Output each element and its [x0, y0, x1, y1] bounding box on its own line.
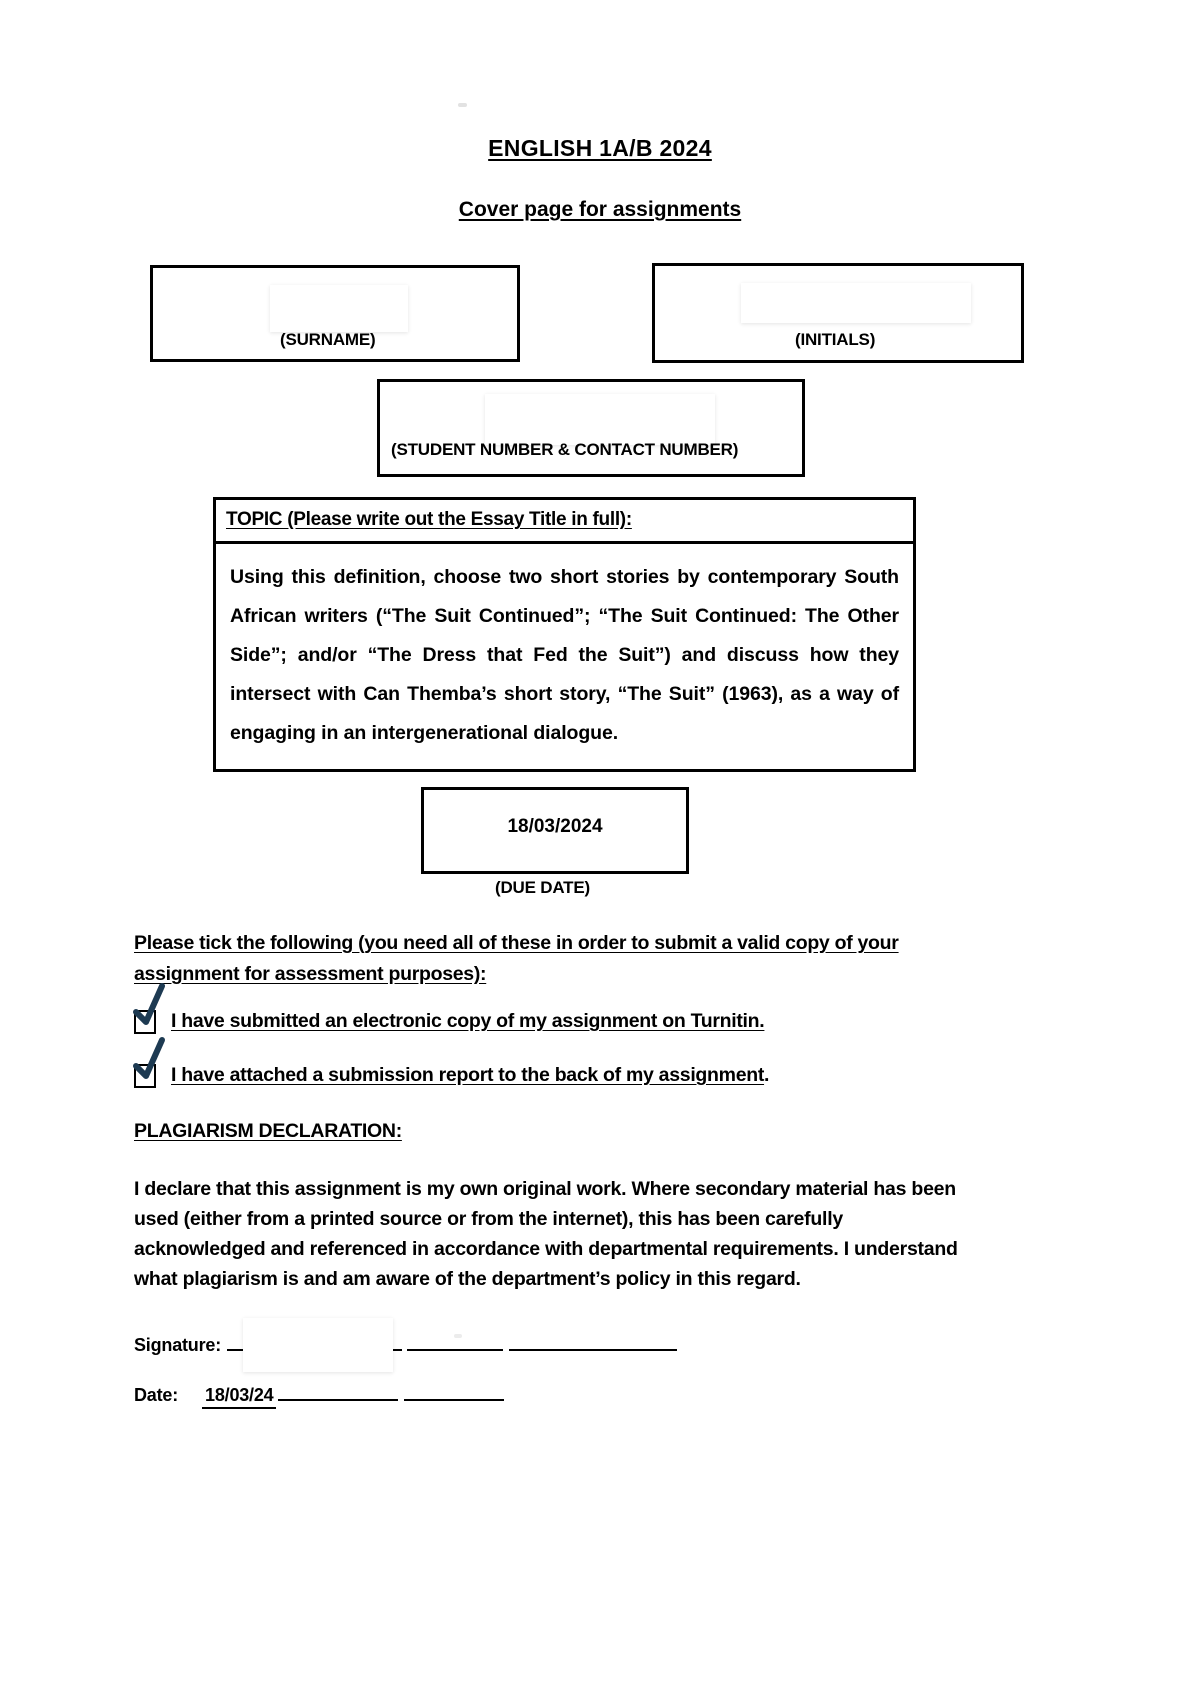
date-line-segment-1[interactable]	[278, 1399, 399, 1401]
checklist-item-report-label: I have attached a submission report to t…	[171, 1064, 769, 1087]
plagiarism-declaration-heading: PLAGIARISM DECLARATION:	[134, 1120, 402, 1143]
checklist-intro: Please tick the following (you need all …	[134, 928, 944, 990]
page-title-text: ENGLISH 1A/B 2024	[488, 135, 712, 161]
signature-label: Signature:	[134, 1335, 222, 1355]
initials-caption: (INITIALS)	[795, 330, 876, 349]
page-subtitle-text: Cover page for assignments	[458, 198, 742, 221]
surname-caption: (SURNAME)	[280, 330, 376, 349]
checkmark-icon	[133, 983, 165, 1025]
due-date-caption: (DUE DATE)	[495, 878, 590, 897]
signature-row: Signature:	[134, 1335, 678, 1356]
scan-artifact-speck	[454, 1334, 462, 1338]
surname-redaction	[270, 285, 408, 332]
due-date-field-box[interactable]	[421, 787, 689, 874]
initials-redaction	[741, 283, 971, 323]
signature-line-segment-2[interactable]	[407, 1349, 504, 1351]
page-title: ENGLISH 1A/B 2024	[0, 135, 1200, 162]
checklist-item-turnitin-label: I have submitted an electronic copy of m…	[171, 1010, 765, 1033]
checkmark-icon	[133, 1037, 165, 1079]
student-number-caption: (STUDENT NUMBER & CONTACT NUMBER)	[391, 440, 739, 459]
topic-block: TOPIC (Please write out the Essay Title …	[213, 497, 916, 772]
date-value[interactable]: 18/03/24	[202, 1385, 277, 1409]
plagiarism-declaration-heading-text: PLAGIARISM DECLARATION:	[134, 1120, 402, 1142]
date-line-segment-2[interactable]	[404, 1399, 505, 1401]
date-row: Date: 18/03/24	[134, 1385, 505, 1409]
checklist-item-report-text: I have attached a submission report to t…	[171, 1064, 765, 1086]
date-label: Date:	[134, 1385, 179, 1405]
checklist-intro-text: Please tick the following (you need all …	[134, 932, 899, 985]
signature-line-segment-3[interactable]	[509, 1349, 678, 1351]
checklist-item-report-period: .	[764, 1064, 770, 1086]
signature-redaction	[243, 1318, 393, 1372]
topic-heading-text: TOPIC (Please write out the Essay Title …	[226, 509, 632, 530]
topic-heading: TOPIC (Please write out the Essay Title …	[216, 500, 913, 544]
due-date-value: 18/03/2024	[507, 816, 603, 837]
student-number-redaction	[485, 394, 715, 445]
page-subtitle: Cover page for assignments	[0, 198, 1200, 222]
scan-artifact-dot	[458, 103, 467, 107]
topic-body-text: Using this definition, choose two short …	[230, 566, 899, 744]
checklist-item-turnitin-text: I have submitted an electronic copy of m…	[171, 1010, 765, 1032]
plagiarism-declaration-body: I declare that this assignment is my own…	[134, 1178, 958, 1290]
